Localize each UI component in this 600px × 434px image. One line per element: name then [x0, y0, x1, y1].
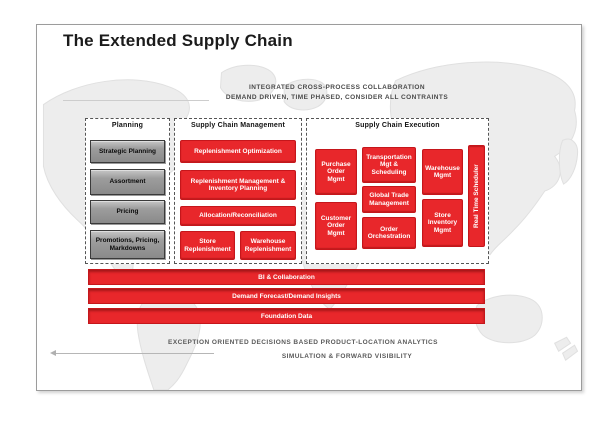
- connector-line: [63, 100, 209, 101]
- map-new-zealand: [553, 336, 579, 361]
- box-allocation-reconciliation: Allocation/Reconciliation: [180, 206, 296, 226]
- bar-foundation-data: Foundation Data: [88, 308, 485, 324]
- map-australia: [474, 294, 543, 344]
- panel-planning: Planning Strategic Planning Assortment P…: [85, 118, 170, 264]
- box-promotions-pricing-markdowns: Promotions, Pricing, Markdowns: [90, 230, 165, 259]
- top-annotation-line1: INTEGRATED CROSS-PROCESS COLLABORATION: [248, 84, 426, 91]
- map-europe: [283, 78, 328, 111]
- bar-bi-collaboration: BI & Collaboration: [88, 269, 485, 285]
- left-arrow-head-icon: [50, 350, 56, 356]
- box-strategic-planning: Strategic Planning: [90, 140, 165, 163]
- bottom-annotation-line2: SIMULATION & FORWARD VISIBILITY: [281, 353, 413, 360]
- box-real-time-scheduler: Real Time Scheduler: [468, 145, 485, 247]
- box-customer-order-mgmt: Customer Order Mgmt: [315, 202, 357, 250]
- box-replenishment-optimization: Replenishment Optimization: [180, 140, 296, 163]
- box-global-trade-management: Global Trade Management: [362, 186, 416, 213]
- box-pricing: Pricing: [90, 200, 165, 224]
- top-annotation-line2: DEMAND DRIVEN, TIME PHASED, CONSIDER ALL…: [225, 93, 449, 101]
- left-arrow-line: [56, 353, 214, 354]
- panel-planning-header: Planning: [111, 122, 144, 129]
- panel-scm-header: Supply Chain Management: [190, 122, 286, 129]
- box-store-inventory-mgmt: Store Inventory Mgmt: [422, 199, 463, 247]
- page-title: The Extended Supply Chain: [63, 31, 293, 50]
- box-transportation-mgt-scheduling: Transportation Mgt & Scheduling: [362, 147, 416, 183]
- bottom-annotation-line1: EXCEPTION ORIENTED DECISIONS BASED PRODU…: [168, 339, 438, 346]
- box-warehouse-replenishment: Warehouse Replenishment: [240, 231, 296, 260]
- map-japan: [558, 138, 579, 185]
- box-assortment: Assortment: [90, 169, 165, 195]
- panel-sce-header: Supply Chain Execution: [355, 122, 440, 129]
- map-greenland: [219, 64, 277, 102]
- bar-demand-forecast-insights: Demand Forecast/Demand Insights: [88, 288, 485, 304]
- box-order-orchestration: Order Orchestration: [362, 217, 416, 249]
- box-warehouse-mgmt: Warehouse Mgmt: [422, 149, 463, 195]
- panel-supply-chain-management: Supply Chain Management Replenishment Op…: [174, 118, 302, 264]
- slide-card: The Extended Supply Chain INTEGRATED CRO…: [36, 24, 582, 391]
- top-annotation: INTEGRATED CROSS-PROCESS COLLABORATION D…: [177, 83, 497, 102]
- panel-supply-chain-execution: Supply Chain Execution Purchase Order Mg…: [306, 118, 489, 264]
- box-store-replenishment: Store Replenishment: [180, 231, 235, 260]
- box-replenishment-management-inventory-planning: Replenishment Management & Inventory Pla…: [180, 170, 296, 200]
- box-purchase-order-mgmt: Purchase Order Mgmt: [315, 149, 357, 195]
